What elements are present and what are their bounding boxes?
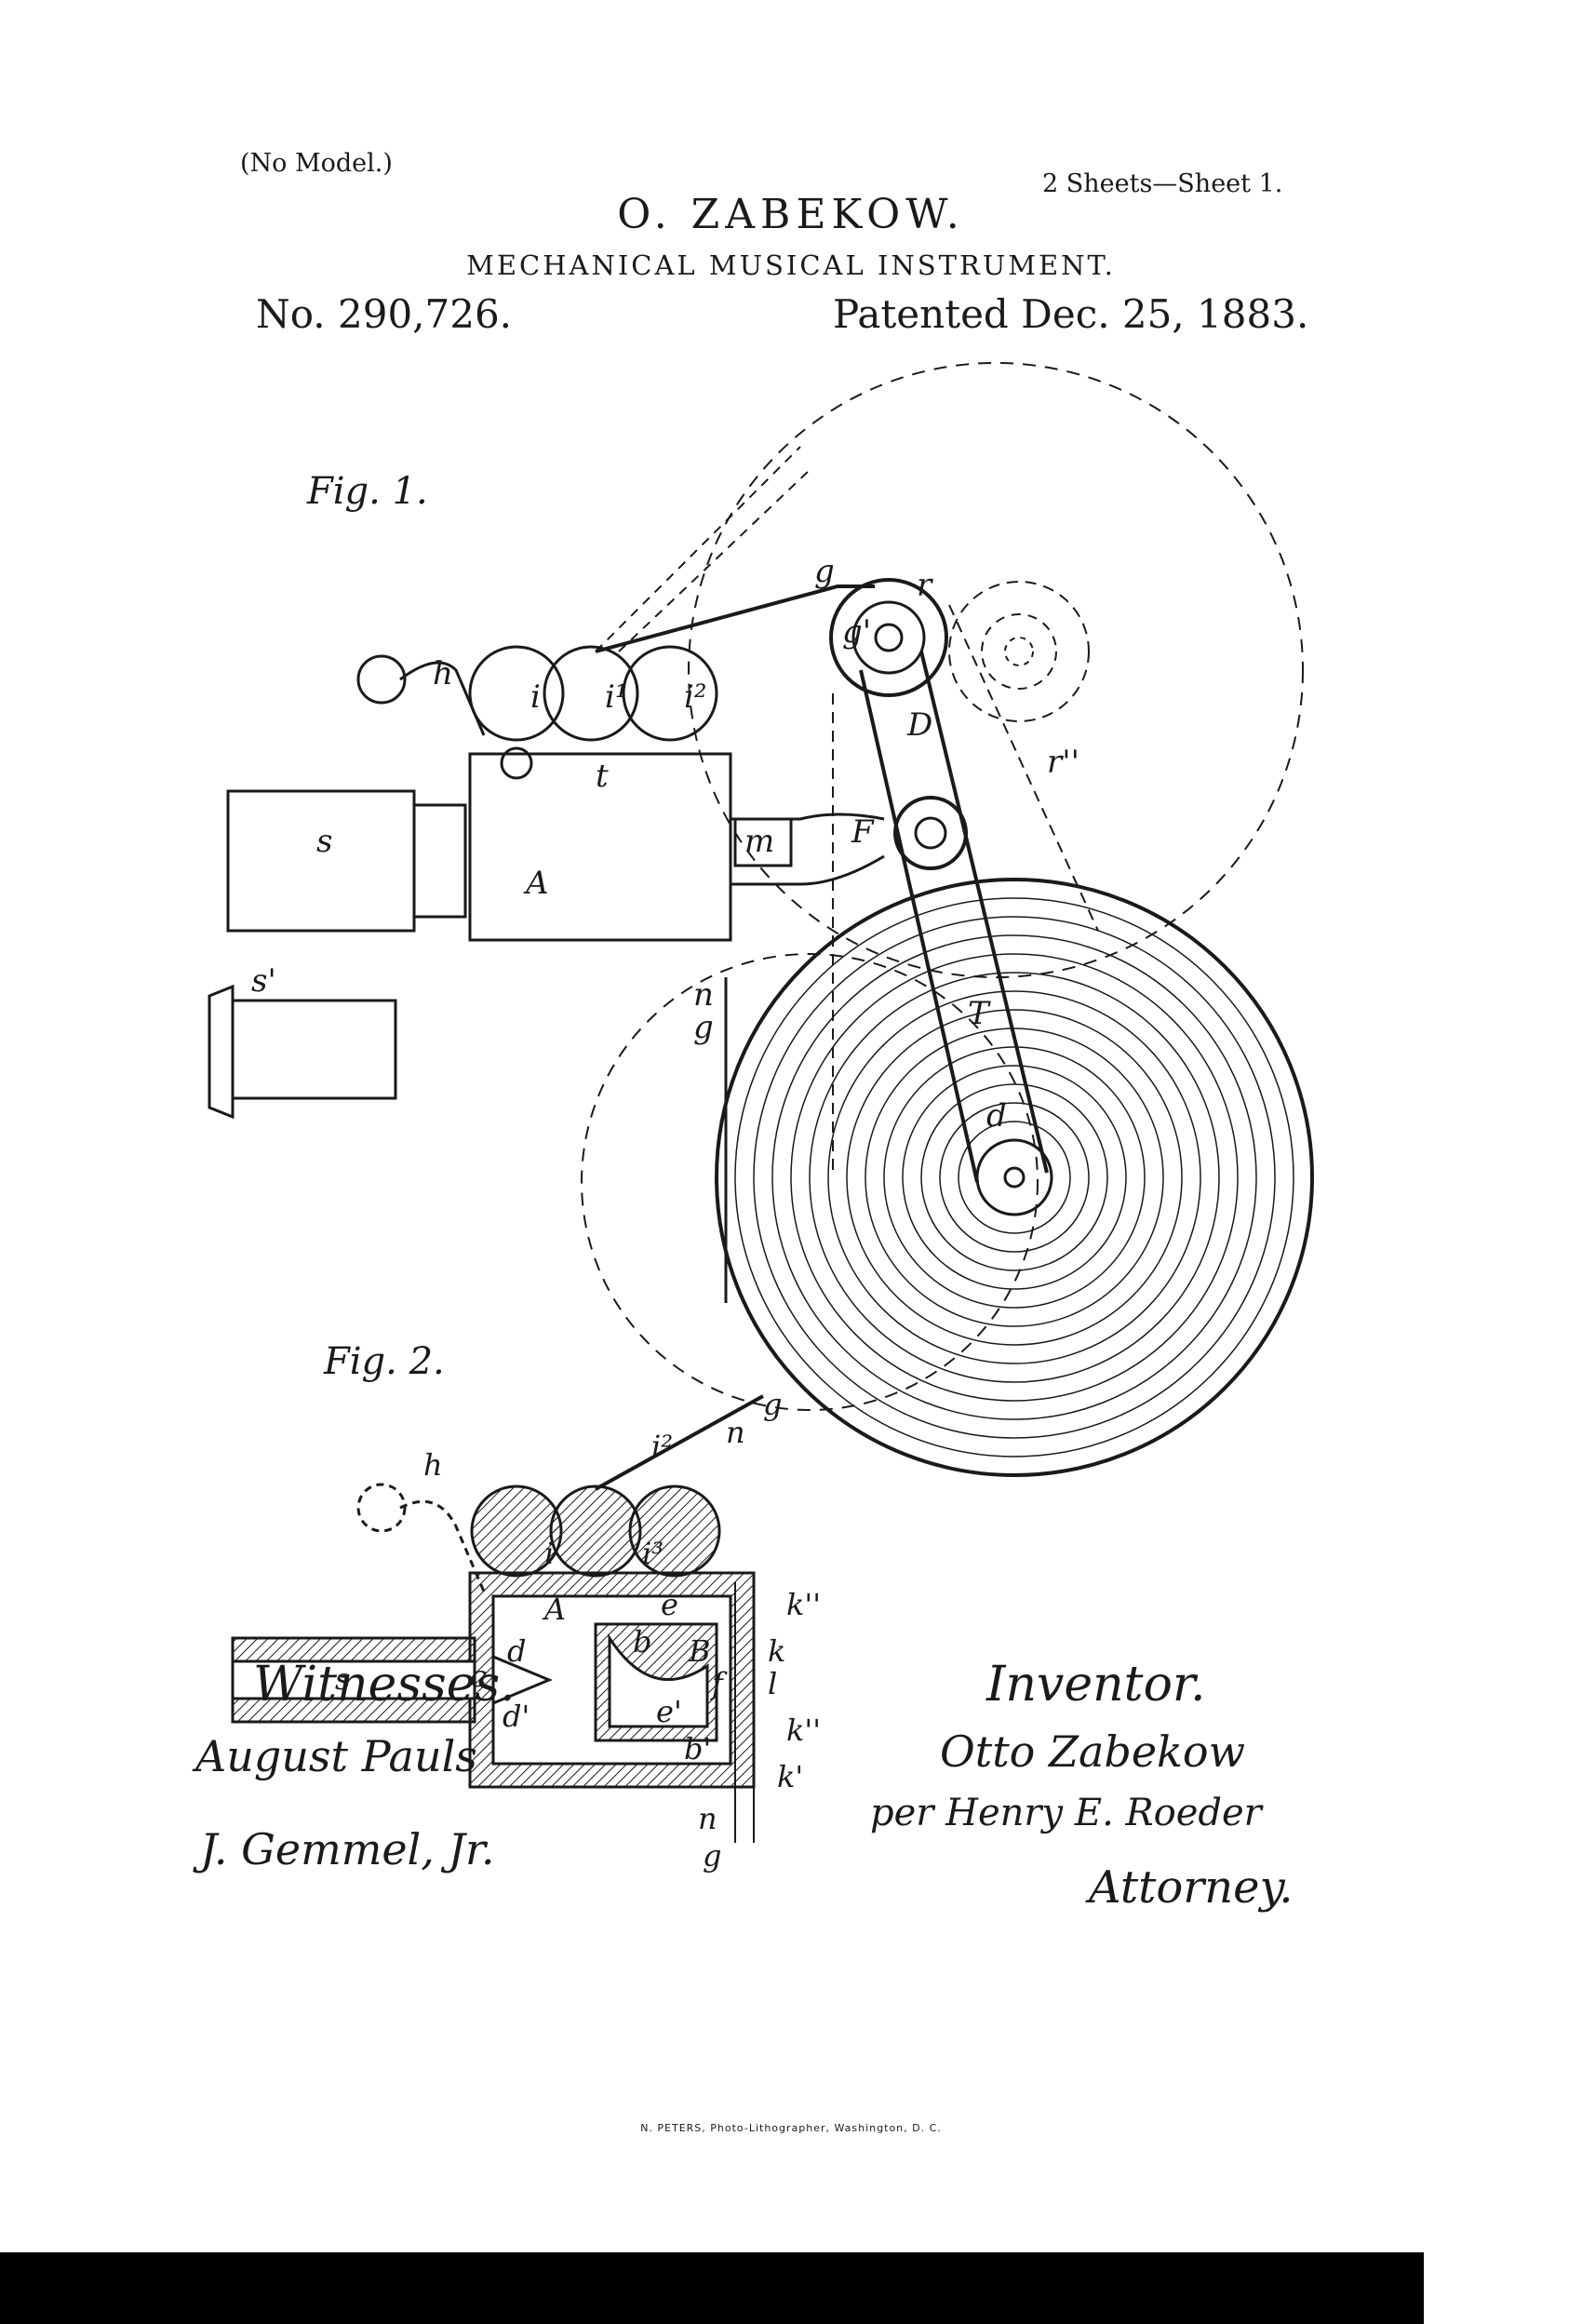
fig1-label-r2: r'' [1047,744,1079,781]
inventor-name: O. ZABEKOW. [617,191,965,238]
mouthpiece-s [226,789,467,933]
fig2-label-s: s [335,1661,350,1697]
alt-position-circle [581,953,1039,1411]
figure-1-drawing [208,362,1314,1477]
fig1-label-t: t [596,758,609,795]
fig1-label-i1: i¹ [605,678,628,716]
fig2-label-i: i [544,1536,554,1571]
patent-subject: MECHANICAL MUSICAL INSTRUMENT. [466,249,1116,281]
fig2-label-i3: i³ [642,1536,664,1571]
fig2-label-B: B [688,1633,711,1669]
scan-border-bar [0,2252,1424,2324]
sweep-arc [688,362,1304,978]
pivot-f [893,796,968,870]
fig2-label-h: h [423,1447,443,1483]
fig2-label-l: l [768,1666,777,1701]
attorney-signature: per Henry E. Roeder [870,1792,1262,1834]
no-model-note: (No Model.) [240,149,393,178]
sheet-number: 2 Sheets—Sheet 1. [1042,169,1283,198]
fig1-label-i2: i² [684,678,707,716]
fig1-label-s1: s' [251,962,276,1000]
fig1-label-s: s [316,823,332,860]
lithographer-credit: N. PETERS, Photo-Lithographer, Washingto… [640,2122,942,2134]
fig2-label-k: k [768,1633,785,1669]
rollers-i [468,645,718,742]
fig2-label-e: e [661,1587,678,1622]
fig2-label-k1: k' [777,1759,803,1794]
fig2-label-n: n [726,1415,745,1450]
arm-d [859,651,1049,1183]
crank-handle [356,654,407,705]
figure-1-label: Fig. 1. [307,470,428,513]
fig2-label-b1: b' [684,1731,711,1767]
fig1-label-F: F [851,813,875,851]
fig2-label-k3: k'' [786,1713,821,1748]
fig1-label-g2: g [693,1009,714,1046]
figure-2-drawing [231,1394,764,1843]
fig1-label-n: n [693,976,714,1014]
fig2-label-e1: e' [656,1694,682,1729]
witnesses-heading: Witnesses. [253,1657,516,1713]
fig1-label-m: m [744,823,774,860]
fig1-label-T: T [968,995,991,1032]
fig1-label-A: A [523,865,549,902]
fig2-label-b: b [633,1624,651,1659]
box-a [468,752,732,942]
fig2-label-c: c [470,1659,487,1694]
figure-2-label: Fig. 2. [324,1340,445,1383]
inventor-heading: Inventor. [986,1657,1206,1713]
witness-signature-1: August Pauls [195,1731,477,1781]
tape-reel [715,878,1314,1477]
fig1-label-i: i [530,678,541,716]
fig2-label-i2: i² [651,1429,673,1464]
fig2-label-A: A [542,1592,566,1627]
fig2-label-d1: d' [503,1699,530,1734]
fig2-label-d: d [507,1633,526,1669]
tape-g [595,584,875,653]
attorney-title: Attorney. [1089,1861,1294,1914]
fig1-label-g: g [814,553,835,590]
fig2-label-k2: k'' [786,1587,821,1622]
fig1-label-d: d [986,1097,1007,1135]
fig1-label-D: D [906,706,932,744]
fig1-label-r: r [917,567,933,604]
fig2-label-g2: g [703,1838,721,1874]
patent-number: No. 290,726. [256,291,513,337]
fig2-label-n2: n [698,1801,717,1836]
witness-signature-2: J. Gemmel, Jr. [200,1824,495,1874]
fig1-label-h: h [433,655,453,692]
fig2-label-g: g [763,1387,782,1422]
upper-pulley [829,578,948,697]
dashed-pulley [948,581,1090,722]
inventor-signature: Otto Zabekow [940,1726,1245,1777]
fig1-label-g1: g' [842,613,871,651]
patent-date: Patented Dec. 25, 1883. [833,291,1309,337]
mouthpiece-s-prime [208,984,397,1120]
